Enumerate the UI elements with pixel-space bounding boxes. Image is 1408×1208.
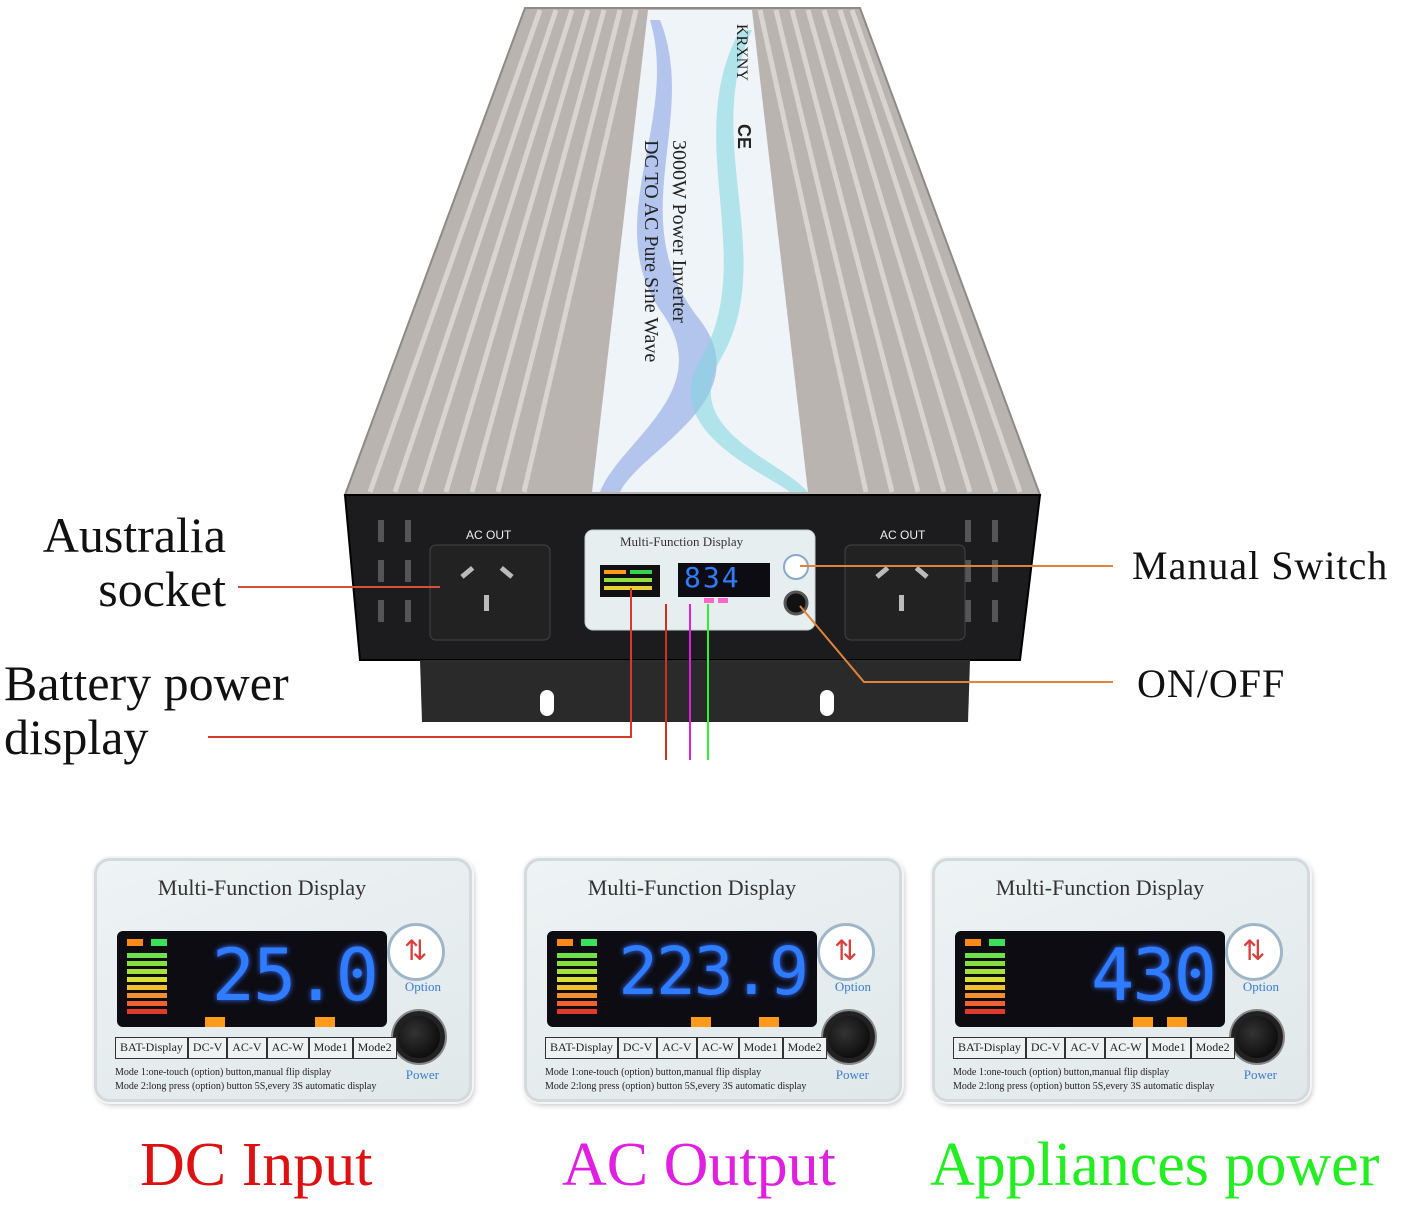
mode-indicator-led [691, 1017, 711, 1027]
mode-row: BAT-Display DC-V AC-V AC-W Mode1 Mode2 [953, 1037, 1235, 1059]
power-label: Power [835, 1067, 869, 1082]
brand-name: KRXNY [733, 24, 750, 81]
mode-note-2: Mode 2:long press (option) button 5S,eve… [115, 1081, 377, 1092]
mode-acv: AC-V [227, 1037, 267, 1059]
battery-display-label: Battery power display [4, 656, 289, 764]
mode-dcv: DC-V [617, 1037, 658, 1059]
mode-note-1: Mode 1:one-touch (option) button,manual … [953, 1067, 1170, 1078]
mode-2: Mode2 [782, 1037, 827, 1059]
ce-mark: CE [734, 124, 754, 150]
ac-out-left-label: AC OUT [466, 528, 512, 542]
option-button[interactable]: ⇅ [387, 923, 445, 981]
option-button[interactable]: ⇅ [1225, 923, 1283, 981]
mode-2: Mode2 [352, 1037, 397, 1059]
mode-row: BAT-Display DC-V AC-V AC-W Mode1 Mode2 [545, 1037, 827, 1059]
australia-line-1: Australia [42, 507, 226, 563]
lcd-value: 223.9 [618, 933, 809, 1010]
model-label-1: 3000W Power Inverter [668, 140, 690, 323]
power-label: Power [1243, 1067, 1277, 1082]
model-label-2: DC TO AC Pure Sine Wave [640, 140, 662, 363]
option-button[interactable]: ⇅ [817, 923, 875, 981]
power-button[interactable] [823, 1011, 875, 1063]
battery-bars [127, 939, 167, 1014]
mode-1: Mode1 [308, 1037, 353, 1059]
lcd-value: 430 [1090, 933, 1217, 1017]
panel-appliances-power: Multi-Function Display 430 ⇅ Option Powe… [932, 858, 1310, 1102]
caption-dc-input: DC Input [140, 1131, 373, 1199]
power-label: Power [405, 1067, 439, 1082]
ac-out-right-label: AC OUT [880, 528, 926, 542]
mode-dcv: DC-V [1025, 1037, 1066, 1059]
mode-acw: AC-W [1104, 1037, 1147, 1059]
front-display-value: 834 [684, 561, 741, 594]
lcd-value: 25.0 [211, 933, 379, 1017]
brand-logo: KRXNY CE [728, 24, 754, 174]
lcd-screen: 430 [955, 931, 1225, 1027]
up-down-arrow-icon: ⇅ [834, 934, 858, 967]
panel-dc-input: Multi-Function Display 25.0 ⇅ Option Pow… [94, 858, 472, 1102]
mode-acv: AC-V [1065, 1037, 1105, 1059]
mode-indicator-led [1133, 1017, 1153, 1027]
up-down-arrow-icon: ⇅ [404, 934, 428, 967]
option-label: Option [404, 979, 441, 994]
mode-bat: BAT-Display [115, 1037, 188, 1059]
panel-title: Multi-Function Display [157, 875, 367, 900]
option-label: Option [1242, 979, 1279, 994]
panel-title: Multi-Function Display [587, 875, 797, 900]
mode-note-2: Mode 2:long press (option) button 5S,eve… [545, 1081, 807, 1092]
australia-line-2: socket [98, 561, 226, 617]
mode-acw: AC-W [696, 1037, 739, 1059]
mode-note-1: Mode 1:one-touch (option) button,manual … [115, 1067, 332, 1078]
up-down-arrow-icon: ⇅ [1242, 934, 1266, 967]
mode-2: Mode2 [1190, 1037, 1235, 1059]
mode-note-2: Mode 2:long press (option) button 5S,eve… [953, 1081, 1215, 1092]
panel-title: Multi-Function Display [995, 875, 1205, 900]
mode-1: Mode1 [738, 1037, 783, 1059]
mode-acv: AC-V [657, 1037, 697, 1059]
on-off-label: ON/OFF [1137, 661, 1286, 706]
mode-indicator-led [205, 1017, 225, 1027]
mode-indicator-led [1167, 1017, 1187, 1027]
mode-bat: BAT-Display [545, 1037, 618, 1059]
battery-bars [557, 939, 597, 1014]
mode-acw: AC-W [266, 1037, 309, 1059]
option-label: Option [834, 979, 871, 994]
caption-ac-output: AC Output [562, 1131, 836, 1199]
mode-note-1: Mode 1:one-touch (option) button,manual … [545, 1067, 762, 1078]
battery-bars [965, 939, 1005, 1014]
mode-1: Mode1 [1146, 1037, 1191, 1059]
front-display-title: Multi-Function Display [620, 534, 744, 549]
mode-bat: BAT-Display [953, 1037, 1026, 1059]
inverter-device [208, 7, 1113, 760]
power-button[interactable] [1231, 1011, 1283, 1063]
mode-dcv: DC-V [187, 1037, 228, 1059]
panel-ac-output: Multi-Function Display 223.9 ⇅ Option Po… [524, 858, 902, 1102]
battery-line-1: Battery power [4, 655, 289, 711]
mode-indicator-led [315, 1017, 335, 1027]
lcd-screen: 25.0 [117, 931, 387, 1027]
mode-row: BAT-Display DC-V AC-V AC-W Mode1 Mode2 [115, 1037, 397, 1059]
manual-switch-label: Manual Switch [1132, 543, 1389, 588]
mode-indicator-led [759, 1017, 779, 1027]
caption-appliances-power: Appliances power [930, 1131, 1380, 1199]
lcd-screen: 223.9 [547, 931, 817, 1027]
australia-socket-label: Australia socket [26, 508, 226, 616]
battery-line-2: display [4, 709, 149, 765]
power-button[interactable] [393, 1011, 445, 1063]
